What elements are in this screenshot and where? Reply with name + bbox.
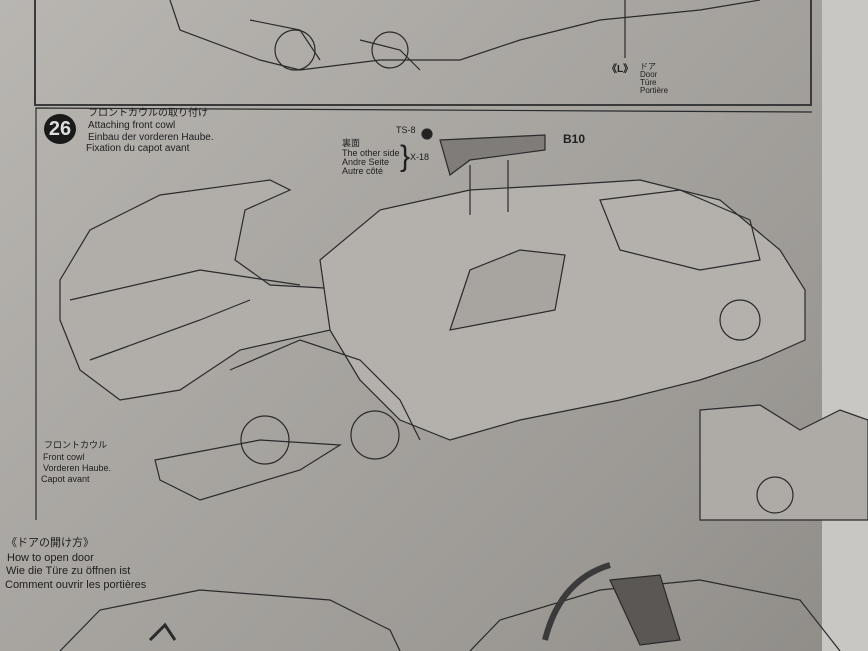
door-label-en: Door bbox=[640, 70, 658, 79]
other-side-fr: Autre côté bbox=[342, 166, 384, 176]
door-label-de: Türe bbox=[640, 78, 657, 87]
step-title-fr: Fixation du capot avant bbox=[86, 143, 190, 154]
front-cowl-jp: フロントカウル bbox=[44, 440, 108, 450]
paint-code-ts8: TS-8 bbox=[396, 125, 416, 135]
paint-code-x18: X-18 bbox=[410, 152, 430, 162]
door-label-fr: Portière bbox=[640, 86, 669, 95]
door-section-title-fr: Comment ouvrir les portières bbox=[5, 579, 147, 591]
part-id-b10: B10 bbox=[563, 132, 586, 146]
adjacent-page-edge bbox=[822, 0, 868, 651]
other-side-en: The other side bbox=[342, 148, 400, 158]
other-side-de: Andre Seite bbox=[342, 157, 390, 167]
front-cowl-de: Vorderen Haube. bbox=[43, 463, 112, 473]
front-cowl-fr: Capot avant bbox=[41, 474, 90, 484]
previous-step-panel bbox=[34, 0, 812, 106]
inset-detail-drawing bbox=[699, 404, 868, 521]
car-body-drawing bbox=[319, 179, 806, 441]
front-cowl-en: Front cowl bbox=[43, 452, 85, 462]
door-label-jp: ドア bbox=[640, 62, 656, 71]
front-wheel-drawing bbox=[240, 415, 290, 465]
step-title-de: Einbau der vorderen Haube. bbox=[88, 132, 214, 143]
door-section-title-de: Wie die Türe zu öffnen ist bbox=[6, 565, 131, 577]
other-side-jp: 裏面 bbox=[342, 138, 361, 148]
part-l-label: 《L》 bbox=[607, 64, 634, 75]
step-title-en: Attaching front cowl bbox=[88, 120, 176, 131]
door-open-drawing-left bbox=[59, 589, 401, 651]
other-side-bracket: } bbox=[400, 140, 411, 173]
top-wheel bbox=[274, 29, 316, 71]
step-number-badge: 26 bbox=[44, 114, 76, 144]
top-car-drawing bbox=[169, 0, 761, 71]
part-b10-drawing bbox=[439, 134, 546, 177]
door-section-title-jp: 《ドアの開け方》 bbox=[6, 537, 94, 549]
door-section-title-en: How to open door bbox=[7, 552, 94, 564]
step-title-jp: フロントカウルの取り付け bbox=[88, 108, 208, 119]
